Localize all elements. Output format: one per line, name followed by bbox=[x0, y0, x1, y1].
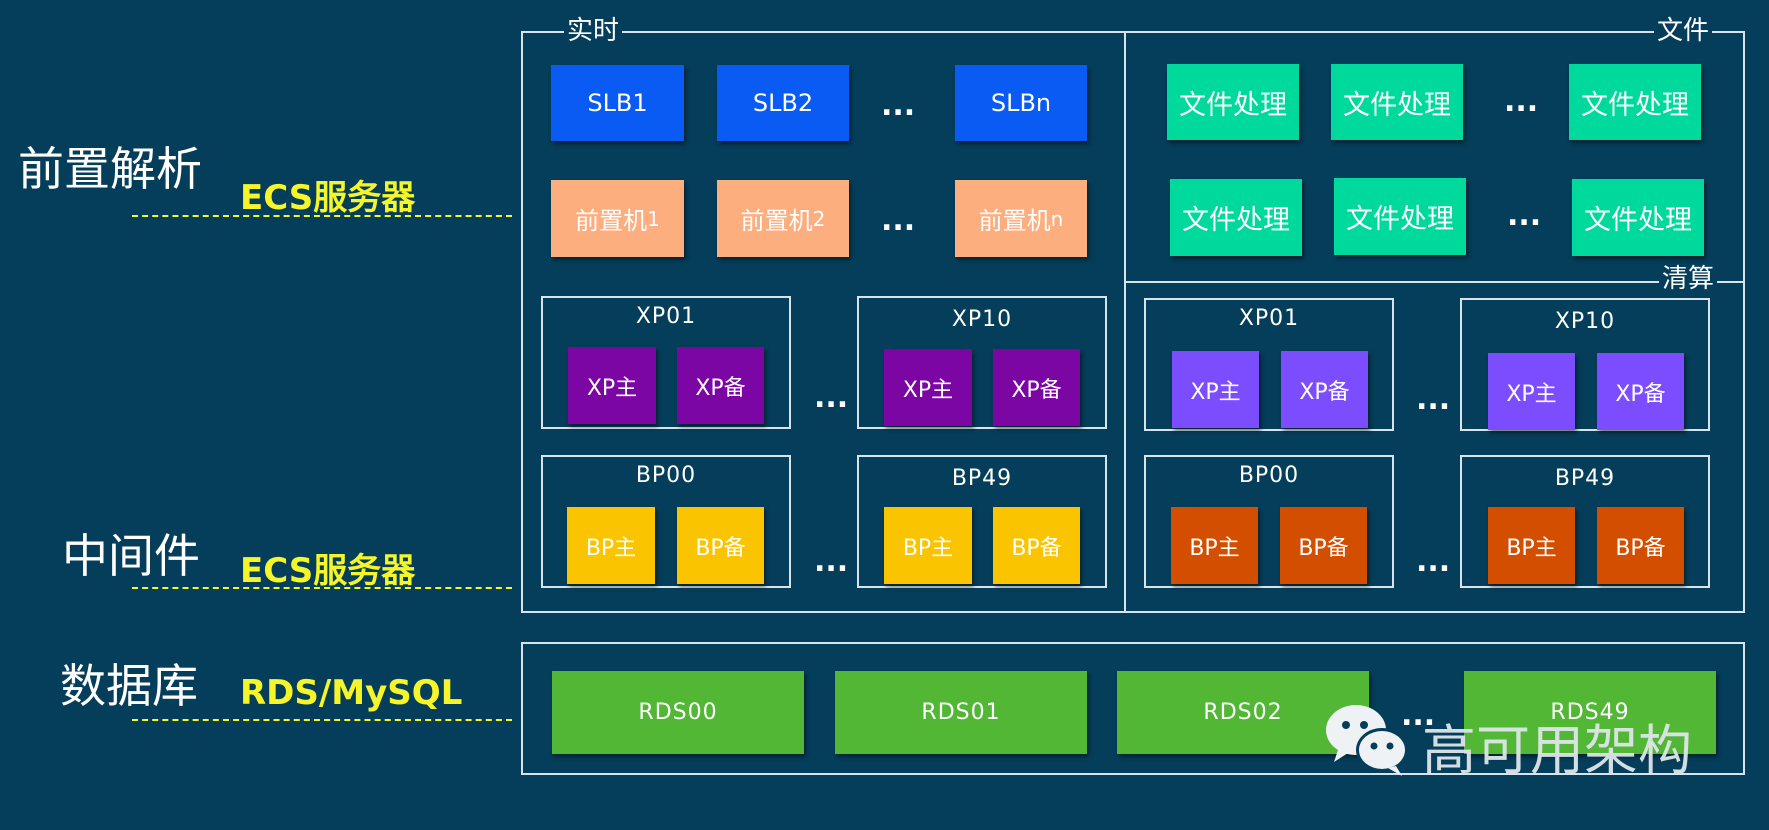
tier-divider bbox=[132, 587, 512, 589]
ellipsis: ... bbox=[814, 380, 849, 415]
tier-title-frontend: 前置解析 bbox=[18, 142, 202, 196]
xp-group-label: XP10 bbox=[951, 307, 1013, 332]
bp-master-box: BP主 bbox=[567, 507, 655, 584]
rds-box: RDS01 bbox=[835, 671, 1087, 754]
xp-group: XP01 bbox=[1144, 298, 1394, 431]
zone-label-clearing: 清算 bbox=[1659, 264, 1718, 294]
ellipsis: ... bbox=[881, 203, 916, 238]
zone-label-realtime: 实时 bbox=[564, 16, 623, 46]
front-machine-label: 前置机 bbox=[978, 207, 1051, 235]
rds-box: RDS49 bbox=[1464, 671, 1716, 754]
slb-box: SLB1 bbox=[551, 65, 684, 141]
xp-master-box: XP主 bbox=[1488, 353, 1575, 430]
file-processing-box: 文件处理 bbox=[1572, 179, 1704, 256]
application-frame bbox=[521, 31, 1745, 613]
bp-backup-box: BP备 bbox=[1280, 507, 1367, 584]
zone-divider-horizontal bbox=[1124, 281, 1745, 283]
xp-master-box: XP主 bbox=[568, 347, 656, 424]
watermark-text: 高可用架构 bbox=[1422, 719, 1692, 782]
xp-group-label: XP01 bbox=[635, 304, 697, 329]
file-processing-box: 文件处理 bbox=[1170, 179, 1302, 256]
rds-box: RDS00 bbox=[552, 671, 804, 754]
front-machine-label: 前置机 bbox=[740, 207, 813, 235]
bp-group: BP00 bbox=[1144, 455, 1394, 588]
xp-group-label: XP10 bbox=[1554, 309, 1616, 334]
tier-sub-middleware: ECS服务器 bbox=[240, 551, 416, 591]
bp-master-box: BP主 bbox=[1488, 507, 1575, 584]
tier-title-middleware: 中间件 bbox=[62, 529, 200, 583]
tier-divider bbox=[132, 215, 512, 217]
ellipsis: ... bbox=[1401, 698, 1436, 733]
front-machine-index: 1 bbox=[647, 206, 660, 231]
bp-backup-box: BP备 bbox=[993, 507, 1080, 584]
xp-backup-box: XP备 bbox=[1597, 353, 1684, 430]
bp-group: BP49 bbox=[1460, 455, 1710, 588]
xp-group: XP10 bbox=[857, 296, 1107, 429]
bp-group-label: BP49 bbox=[1554, 466, 1616, 491]
xp-group: XP10 bbox=[1460, 298, 1710, 431]
tier-sub-database: RDS/MySQL bbox=[240, 673, 463, 713]
tier-title-database: 数据库 bbox=[60, 659, 198, 713]
xp-master-box: XP主 bbox=[1172, 351, 1259, 428]
ellipsis: ... bbox=[814, 544, 849, 579]
tier-divider bbox=[132, 719, 512, 721]
xp-group: XP01 bbox=[541, 296, 791, 429]
file-processing-box: 文件处理 bbox=[1167, 64, 1299, 140]
database-frame bbox=[521, 642, 1745, 775]
ellipsis: ... bbox=[881, 88, 916, 123]
front-machine-index: n bbox=[1050, 206, 1064, 231]
xp-master-box: XP主 bbox=[884, 349, 972, 426]
bp-backup-box: BP备 bbox=[677, 507, 764, 584]
wechat-icon bbox=[1324, 700, 1414, 780]
zone-divider-vertical bbox=[1124, 31, 1126, 613]
bp-group-label: BP00 bbox=[1238, 463, 1300, 488]
bp-group-label: BP00 bbox=[635, 463, 697, 488]
file-processing-box: 文件处理 bbox=[1334, 178, 1466, 255]
slb-box: SLBn bbox=[955, 65, 1087, 141]
front-machine-label: 前置机 bbox=[575, 207, 648, 235]
zone-label-file: 文件 bbox=[1654, 16, 1713, 46]
bp-group: BP00 bbox=[541, 455, 791, 588]
xp-group-label: XP01 bbox=[1238, 306, 1300, 331]
bp-master-box: BP主 bbox=[884, 507, 972, 584]
rds-box: RDS02 bbox=[1117, 671, 1369, 754]
ellipsis: ... bbox=[1507, 198, 1542, 233]
bp-backup-box: BP备 bbox=[1597, 507, 1684, 584]
xp-backup-box: XP备 bbox=[677, 347, 764, 424]
bp-group-label: BP49 bbox=[951, 466, 1013, 491]
ellipsis: ... bbox=[1416, 382, 1451, 417]
tier-sub-frontend: ECS服务器 bbox=[240, 178, 416, 218]
xp-backup-box: XP备 bbox=[1281, 351, 1368, 428]
bp-group: BP49 bbox=[857, 455, 1107, 588]
bp-master-box: BP主 bbox=[1171, 507, 1258, 584]
file-processing-box: 文件处理 bbox=[1331, 64, 1463, 140]
slb-box: SLB2 bbox=[717, 65, 849, 141]
file-processing-box: 文件处理 bbox=[1569, 64, 1701, 140]
ellipsis: ... bbox=[1504, 84, 1539, 119]
xp-backup-box: XP备 bbox=[993, 349, 1080, 426]
ellipsis: ... bbox=[1416, 544, 1451, 579]
front-machine-index: 2 bbox=[812, 206, 826, 231]
